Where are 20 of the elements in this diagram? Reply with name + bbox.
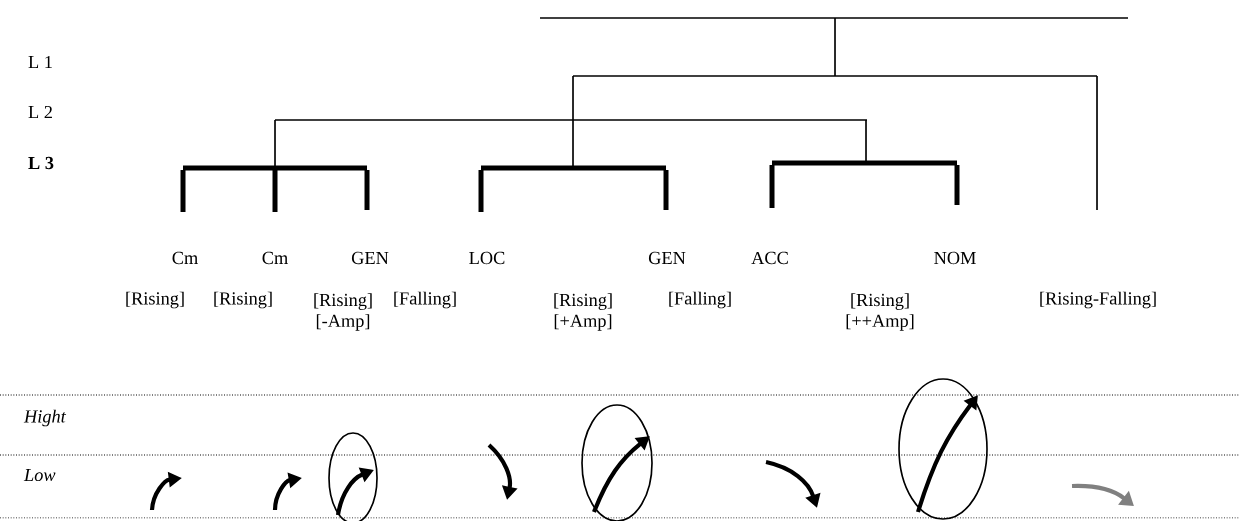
case-label: GEN: [648, 251, 686, 265]
case-label: LOC: [469, 251, 505, 265]
level-label: L 1: [28, 55, 52, 69]
level-label: L 3: [28, 156, 54, 170]
tone-label: [Rising-Falling]: [1040, 291, 1156, 309]
case-label: Cm: [172, 251, 198, 265]
case-label: Cm: [262, 251, 288, 265]
pitch-level-label: Low: [23, 468, 56, 482]
level-label: L 2: [28, 105, 52, 119]
tone-label: [Falling]: [669, 291, 731, 309]
case-label: NOM: [934, 251, 976, 265]
pitch-level-label: Hight: [23, 409, 67, 427]
case-label: ACC: [751, 251, 788, 265]
tone-label: [Falling]: [394, 291, 456, 309]
tone-label: [Rising] [-Amp]: [314, 293, 372, 331]
tone-label: [Rising] [++Amp]: [846, 293, 914, 331]
tone-label: [Rising]: [214, 291, 272, 309]
tone-label: [Rising] [+Amp]: [554, 293, 612, 331]
case-label: GEN: [351, 251, 389, 265]
tone-label: [Rising]: [126, 291, 184, 309]
